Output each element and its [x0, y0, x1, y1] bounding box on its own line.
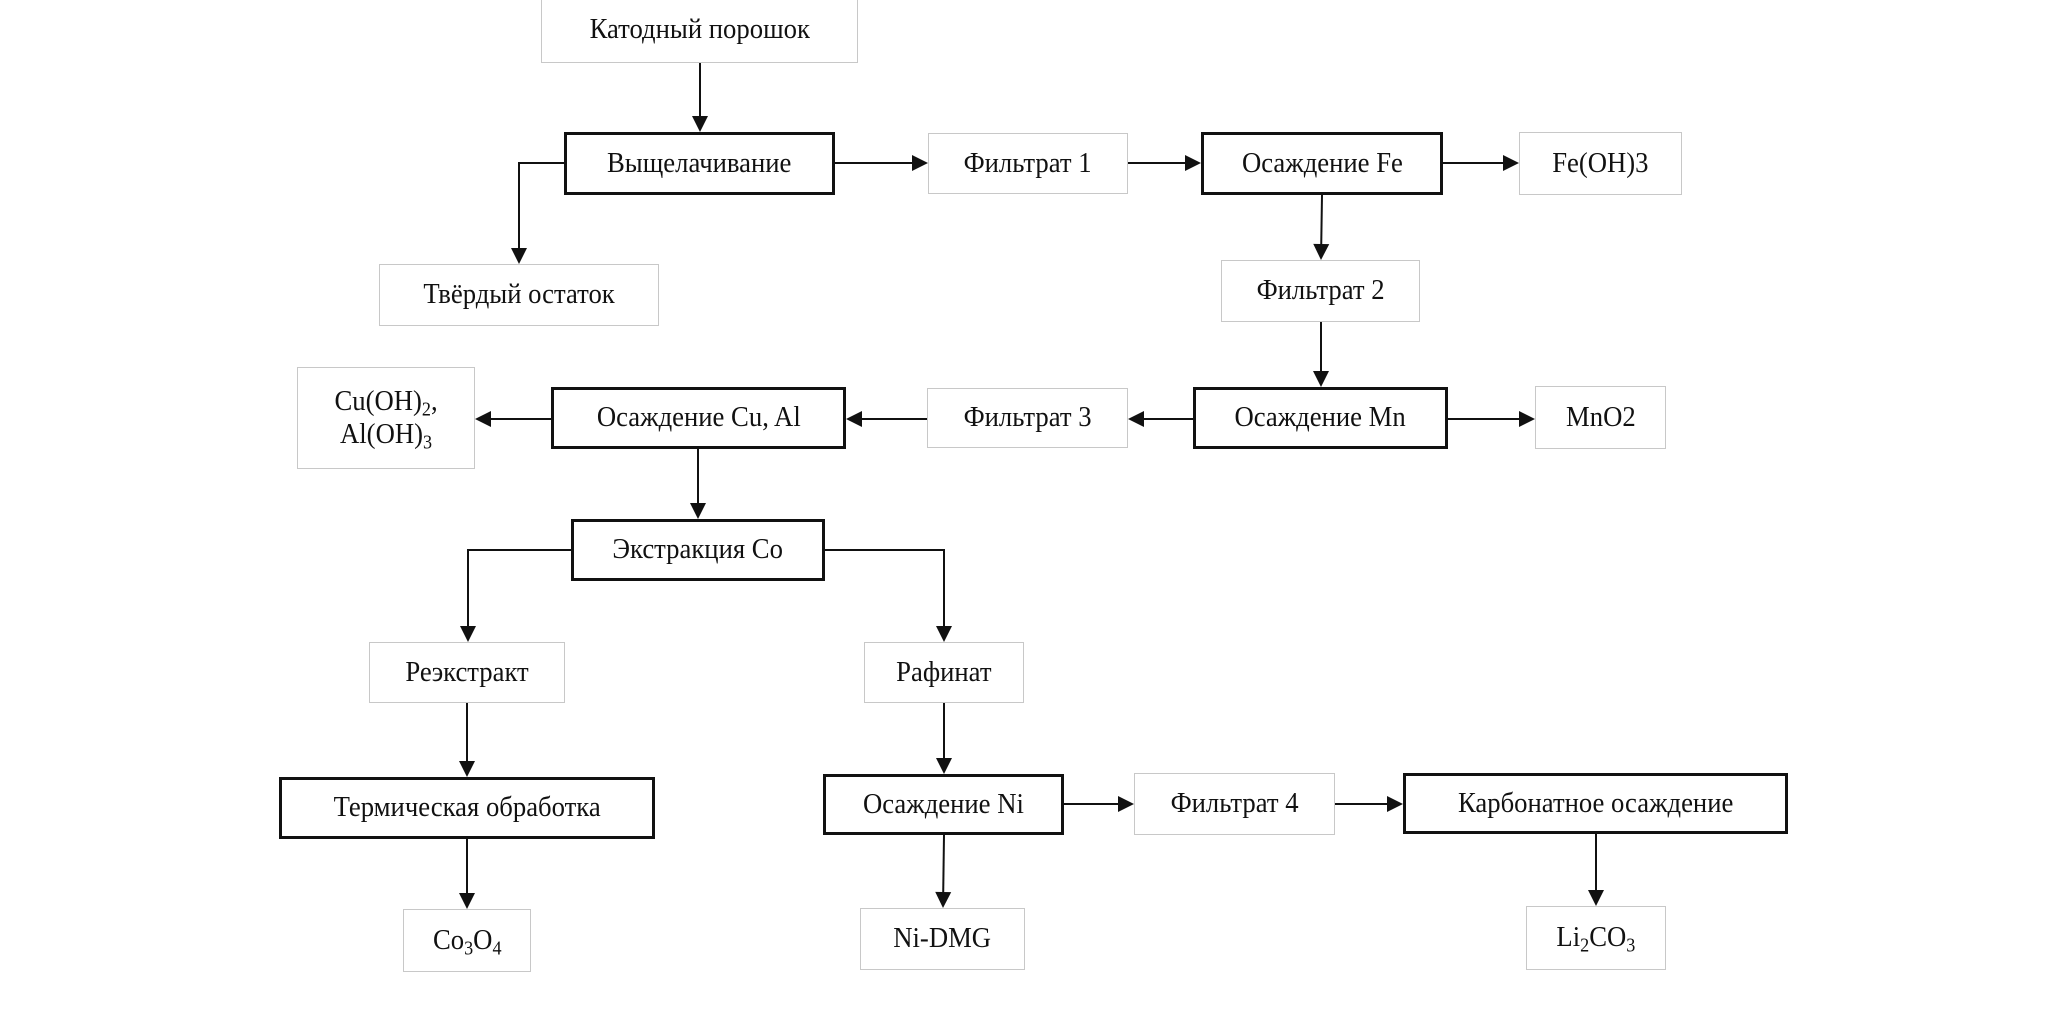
- arrowhead-icon: [912, 155, 928, 171]
- arrow-carbonate-to-li2co3: [1588, 834, 1604, 906]
- node-filtrate-3: Фильтрат 3: [927, 388, 1128, 448]
- connector-line: [467, 549, 571, 626]
- arrowhead-icon: [1588, 890, 1604, 906]
- arrow-ni-to-filtrate4: [1064, 796, 1134, 812]
- arrowhead-icon: [1387, 796, 1403, 812]
- arrow-filtrate3-to-cual: [846, 411, 927, 427]
- arrowhead-icon: [1503, 155, 1519, 171]
- arrowhead-icon: [1118, 796, 1134, 812]
- arrowhead-icon: [846, 411, 862, 427]
- node-filtrate-1: Фильтрат 1: [928, 133, 1128, 194]
- node-cu-al-precipitation: Осаждение Cu, Al: [551, 387, 846, 449]
- arrowhead-icon: [1185, 155, 1201, 171]
- connector-line: [518, 162, 564, 248]
- node-label: Карбонатное осаждение: [1457, 786, 1734, 819]
- arrow-raffinate-to-ni: [936, 703, 952, 774]
- node-label: Фильтрат 1: [964, 146, 1092, 179]
- node-label: Рафинат: [896, 655, 992, 688]
- arrow-mn-to-mno2: [1448, 411, 1535, 427]
- arrowhead-icon: [692, 116, 708, 132]
- node-label: Выщелачивание: [607, 146, 792, 179]
- arrowhead-icon: [936, 758, 952, 774]
- node-label: Катодный порошок: [589, 12, 810, 45]
- arrow-cual-to-hydroxides: [475, 411, 551, 427]
- node-mno2: MnO2: [1535, 386, 1666, 449]
- arrowhead-icon: [936, 626, 952, 642]
- node-solid-residue: Твёрдый остаток: [379, 264, 659, 326]
- arrow-filtrate1-to-fe: [1128, 155, 1201, 171]
- arrowhead-icon: [1313, 243, 1330, 260]
- node-leaching: Выщелачивание: [564, 132, 835, 195]
- node-label: Реэкстракт: [405, 655, 529, 688]
- arrowhead-icon: [1519, 411, 1535, 427]
- node-label: MnO2: [1565, 400, 1636, 433]
- node-cu-al-hydroxides: Cu(OH)2, Al(OH)3: [297, 367, 475, 469]
- node-filtrate-2: Фильтрат 2: [1221, 260, 1420, 322]
- node-carbonate-precipitation: Карбонатное осаждение: [1403, 773, 1788, 834]
- node-label: Осаждение Mn: [1234, 401, 1407, 434]
- al-oh3-formula: Al(OH)3: [339, 418, 433, 454]
- node-fe-precipitation: Осаждение Fe: [1201, 132, 1443, 195]
- arrow-thermal-to-co3o4: [459, 839, 475, 909]
- node-label: Фильтрат 2: [1256, 274, 1385, 307]
- arrowhead-icon: [459, 893, 475, 909]
- node-co-extraction: Экстракция Co: [571, 519, 825, 581]
- arrow-extraction-to-raffinate: [825, 549, 952, 642]
- node-label: Fe(OH)3: [1552, 146, 1649, 179]
- node-label: Осаждение Cu, Al: [596, 401, 801, 434]
- arrow-filtrate2-to-mn: [1313, 322, 1329, 387]
- li2co3-formula: Li2CO3: [1556, 921, 1636, 957]
- arrow-fe-to-filtrate2: [1313, 194, 1330, 260]
- node-label: Термическая обработка: [333, 791, 601, 824]
- node-cathode-powder: Катодный порошок: [541, 0, 858, 63]
- arrow-leaching-to-residue: [511, 162, 564, 264]
- connector-line: [942, 834, 945, 893]
- node-fe-oh3: Fe(OH)3: [1519, 132, 1682, 195]
- node-label: Фильтрат 4: [1170, 787, 1299, 820]
- node-mn-precipitation: Осаждение Mn: [1193, 387, 1448, 449]
- arrowhead-icon: [1313, 371, 1329, 387]
- arrow-strip-to-thermal: [459, 703, 475, 777]
- arrow-extraction-to-strip: [460, 549, 571, 642]
- node-label: Ni-DMG: [893, 922, 992, 955]
- node-strip-solution: Реэкстракт: [369, 642, 565, 703]
- arrowhead-icon: [511, 248, 527, 264]
- node-ni-precipitation: Осаждение Ni: [823, 774, 1064, 835]
- arrowhead-icon: [475, 411, 491, 427]
- arrowhead-icon: [935, 891, 952, 908]
- connector-line: [825, 549, 945, 626]
- cu-oh2-formula: Cu(OH)2,: [334, 384, 438, 421]
- node-co3o4: Co3O4: [403, 909, 531, 972]
- node-li2co3: Li2CO3: [1526, 906, 1666, 970]
- arrow-cual-to-extraction: [690, 449, 706, 519]
- arrowhead-icon: [690, 503, 706, 519]
- node-filtrate-4: Фильтрат 4: [1134, 773, 1335, 835]
- arrowhead-icon: [1128, 411, 1144, 427]
- connector-line: [1320, 194, 1323, 245]
- node-label: Экстракция Co: [612, 533, 784, 566]
- arrow-fe-to-feoh3: [1443, 155, 1519, 171]
- node-label: Фильтрат 3: [963, 401, 1092, 434]
- arrowhead-icon: [460, 626, 476, 642]
- node-label: Твёрдый остаток: [423, 278, 615, 311]
- node-label: Осаждение Fe: [1241, 146, 1403, 179]
- node-ni-dmg: Ni-DMG: [860, 908, 1025, 970]
- arrow-ni-to-nidmg: [935, 834, 952, 908]
- co3o4-formula: Co3O4: [432, 923, 502, 960]
- node-label: Осаждение Ni: [863, 787, 1024, 820]
- arrow-mn-to-filtrate3: [1128, 411, 1193, 427]
- node-raffinate: Рафинат: [864, 642, 1024, 703]
- node-thermal-treatment: Термическая обработка: [279, 777, 655, 839]
- arrow-filtrate4-to-carbonate: [1335, 796, 1403, 812]
- arrowhead-icon: [459, 761, 475, 777]
- arrow-leaching-to-filtrate1: [835, 155, 928, 171]
- arrow-cathode-to-leaching: [692, 62, 708, 132]
